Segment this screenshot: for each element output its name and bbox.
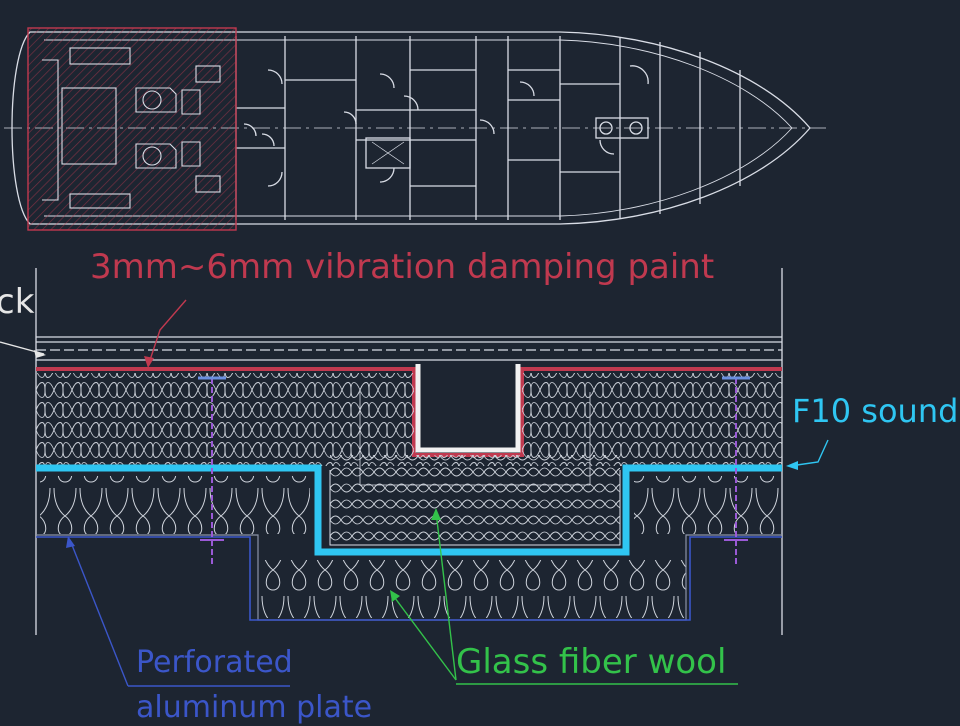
aft-deck-hatched-area (27, 27, 237, 231)
perforated-label-line1: Perforated (136, 645, 293, 680)
f10-label: F10 sound (792, 392, 959, 430)
perforated-plate (36, 536, 782, 621)
damping-paint-leader (147, 299, 187, 367)
damping-paint-label: 3mm~6mm vibration damping paint (90, 247, 715, 287)
lower-glass-wool (36, 476, 782, 621)
steel-channel (415, 364, 521, 453)
f10-leader (789, 439, 829, 467)
bolt-left (198, 376, 226, 565)
insulation-section (0, 268, 829, 687)
deck-label: ck (0, 282, 35, 322)
glass-wool-leader-a (435, 511, 457, 681)
perforated-label-line2: aluminum plate (136, 690, 373, 725)
perforated-leader (69, 539, 129, 687)
bolt-right (722, 376, 750, 565)
f10-board (36, 464, 782, 556)
glass-wool-label: Glass fiber wool (456, 642, 727, 682)
glass-wool-leader-b (391, 593, 457, 681)
upper-insulation-fill (36, 373, 782, 466)
